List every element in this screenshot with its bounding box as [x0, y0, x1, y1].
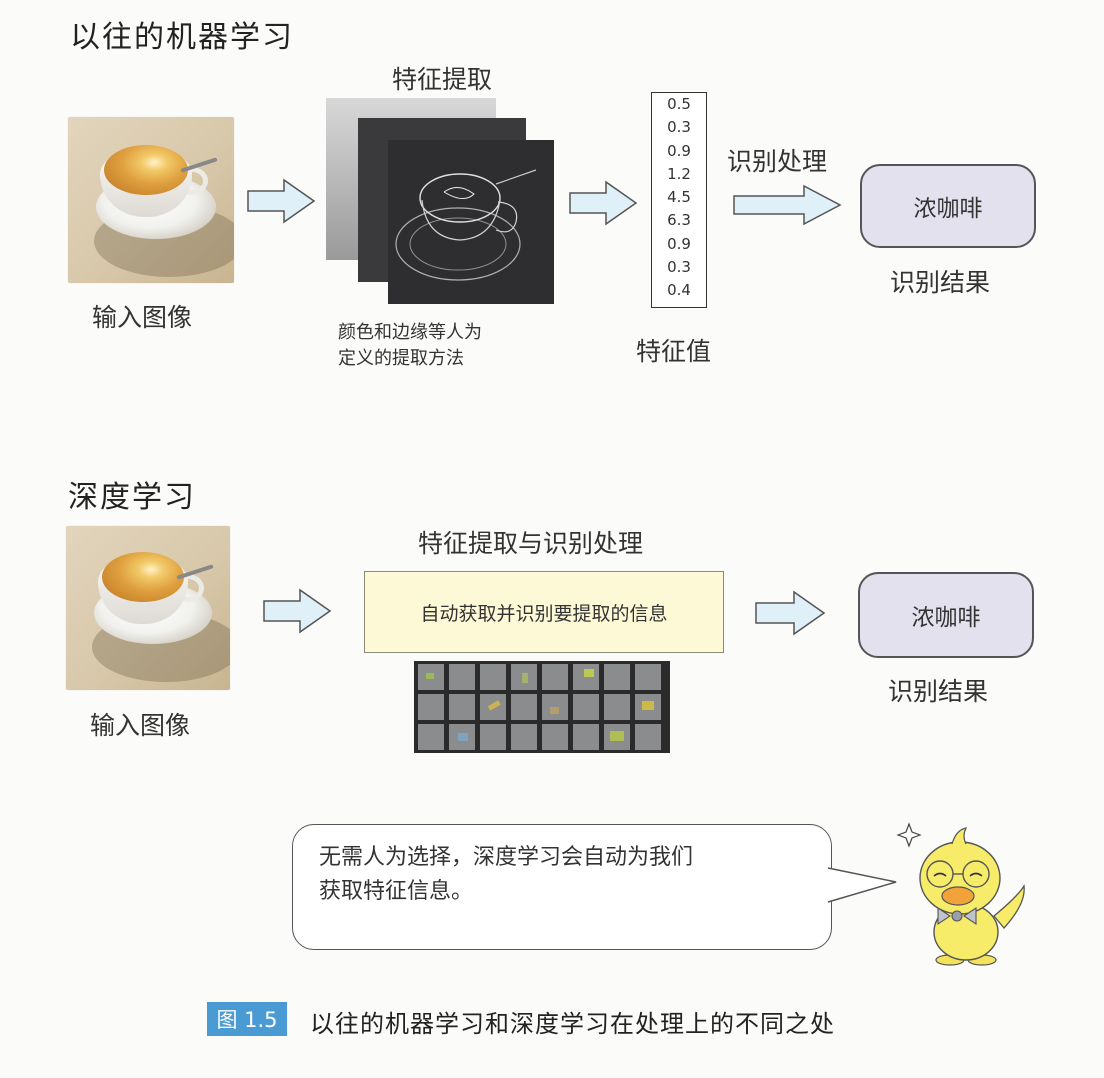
process-box: 自动获取并识别要提取的信息 — [364, 571, 724, 653]
figure-badge: 图 1.5 — [207, 1002, 287, 1036]
duck-mascot-icon — [896, 822, 1025, 966]
result-box: 浓咖啡 — [860, 164, 1036, 248]
input-image-coffee — [68, 117, 234, 283]
arrow-right-icon — [263, 588, 332, 634]
arrow-right-icon — [569, 180, 638, 226]
feature-value: 1.2 — [667, 164, 691, 183]
bubble-line1: 无需人为选择，深度学习会自动为我们 — [319, 845, 694, 870]
section1-title: 以往的机器学习 — [70, 20, 294, 55]
input-image-label: 输入图像 — [90, 711, 191, 740]
input-image-coffee — [66, 526, 230, 690]
feature-value: 0.5 — [667, 95, 691, 113]
process-label: 特征提取与识别处理 — [418, 529, 644, 558]
extraction-note-line2: 定义的提取方法 — [338, 348, 464, 369]
arrow-right-icon — [755, 590, 826, 636]
section2-title: 深度学习 — [68, 480, 196, 515]
bubble-tail — [826, 867, 897, 903]
feature-value: 0.9 — [667, 234, 691, 253]
feature-value: 0.3 — [667, 118, 691, 137]
figure-caption: 以往的机器学习和深度学习在处理上的不同之处 — [310, 1010, 835, 1038]
result-label: 识别结果 — [888, 677, 989, 706]
feature-value: 0.3 — [667, 258, 691, 277]
input-image-label: 输入图像 — [92, 303, 193, 332]
result-label: 识别结果 — [890, 268, 991, 297]
feature-map-edge — [388, 140, 554, 304]
feature-value: 6.3 — [667, 211, 691, 230]
feature-values-column: 0.5 0.3 0.9 1.2 4.5 6.3 0.9 0.3 0.4 — [651, 92, 707, 308]
arrow-right-icon — [247, 178, 316, 224]
bubble-line2: 获取特征信息。 — [319, 879, 474, 904]
extraction-note-line1: 颜色和边缘等人为 — [338, 322, 482, 343]
speech-bubble: 无需人为选择，深度学习会自动为我们 获取特征信息。 — [292, 824, 832, 950]
feature-extraction-label: 特征提取 — [392, 65, 493, 94]
learned-filters-grid — [414, 661, 670, 753]
feature-value: 0.9 — [667, 141, 691, 160]
feature-values-label: 特征值 — [636, 337, 712, 366]
result-box: 浓咖啡 — [858, 572, 1034, 658]
recognition-label: 识别处理 — [727, 147, 828, 176]
feature-value: 0.4 — [667, 281, 691, 300]
arrow-right-icon — [733, 184, 842, 226]
feature-value: 4.5 — [667, 188, 691, 207]
